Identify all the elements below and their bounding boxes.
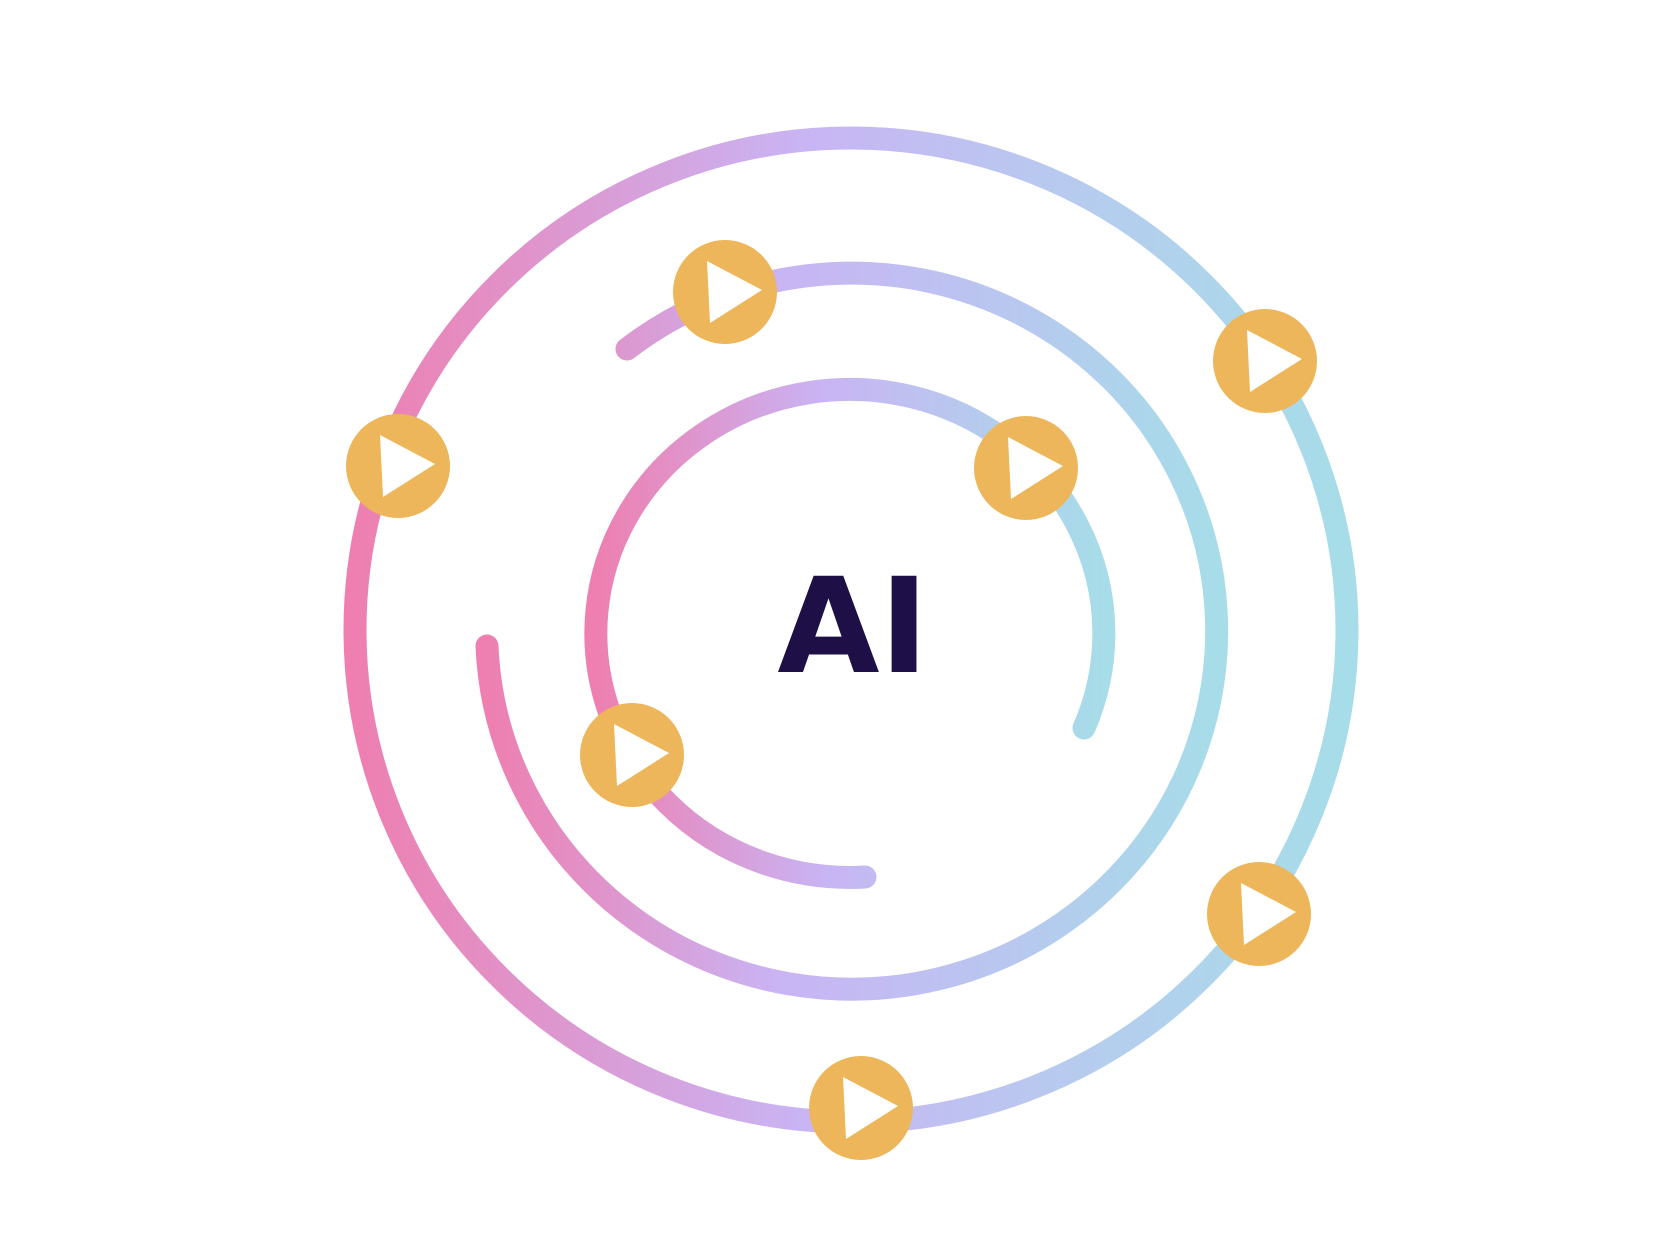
center-ai-label: AI [777,550,928,704]
play-icon [614,724,669,786]
play-marker-middle-top[interactable] [673,240,777,344]
play-icon [1008,437,1063,499]
play-icon [707,261,762,323]
middle-orbit-arc [475,261,1229,1001]
play-marker-outer-bottom[interactable] [809,1056,913,1160]
play-icon [380,435,435,497]
play-marker-outer-top-right[interactable] [1213,309,1317,413]
play-marker-outer-bottom-right[interactable] [1207,862,1311,966]
play-marker-inner-top-right[interactable] [974,416,1078,520]
play-icon [1247,330,1302,392]
play-icon [843,1077,898,1139]
inner-orbit-arc [584,377,1116,889]
play-icon [1241,883,1296,945]
play-marker-inner-bottom-left[interactable] [580,703,684,807]
play-marker-outer-left[interactable] [346,414,450,518]
play-markers [346,240,1317,1160]
